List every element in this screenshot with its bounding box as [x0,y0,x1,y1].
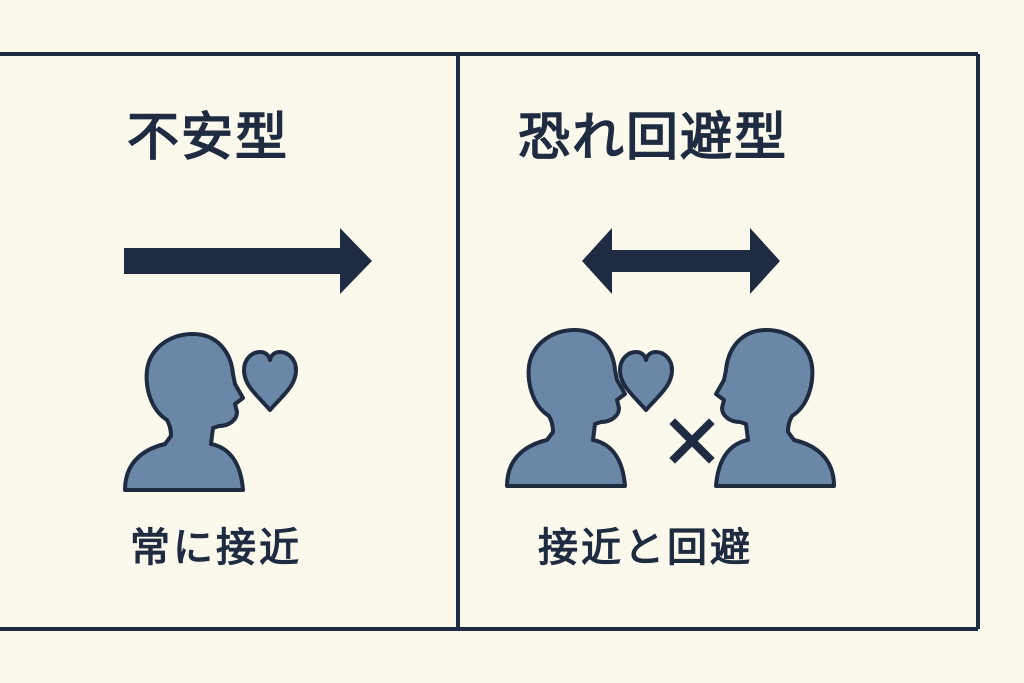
panel-title-anxious: 不安型 [127,108,290,168]
heart-icon [242,350,298,412]
heart-icon [618,350,674,412]
caption-anxious: 常に接近 [130,525,302,571]
cross-icon [669,418,715,464]
person-head-icon [123,332,245,492]
diagram-frame [0,52,980,631]
panel-title-fearful-avoidant: 恐れ回避型 [518,108,789,168]
right-arrow-icon [124,228,372,294]
caption-fearful-avoidant: 接近と回避 [538,525,753,571]
person-head-icon [714,328,836,488]
person-head-icon [505,328,627,488]
double-arrow-icon [582,228,780,294]
